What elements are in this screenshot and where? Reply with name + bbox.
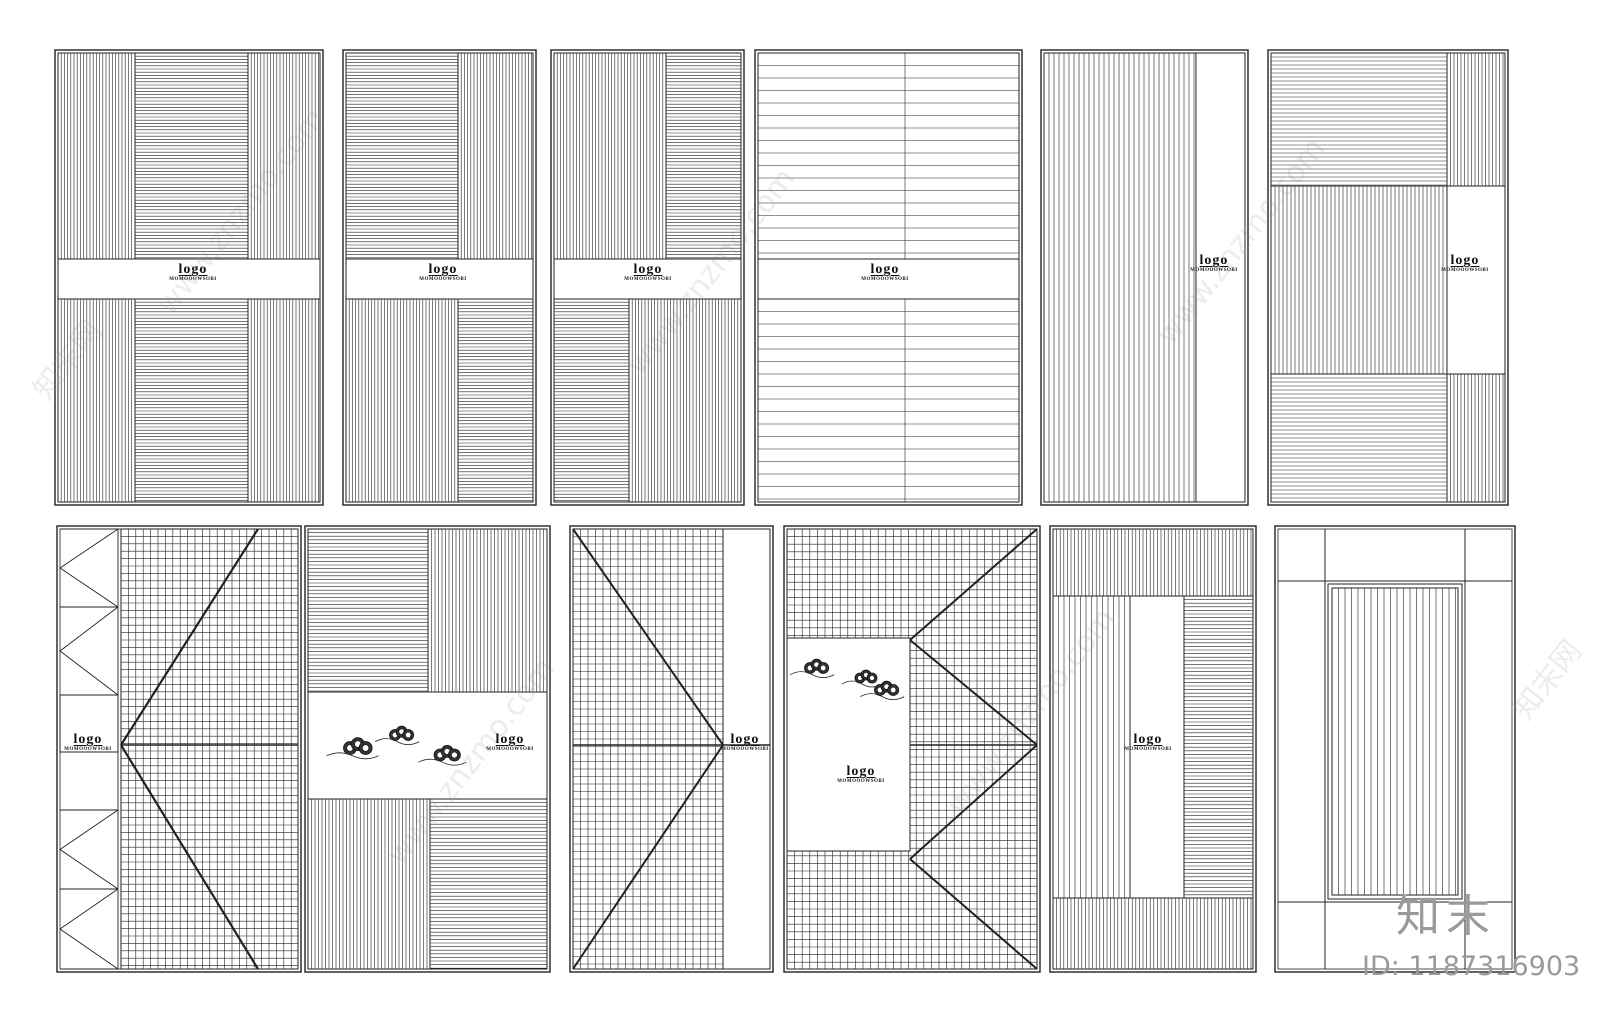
panel-2 bbox=[342, 49, 537, 506]
panel-2-logo: logo MOMOOOWSOBI bbox=[388, 263, 498, 283]
panel-1-logo: logo MOMOOOWSOBI bbox=[138, 263, 248, 283]
logo-subtitle: MOMOOOWSOBI bbox=[1441, 268, 1489, 273]
logo-subtitle: MOMOOOWSOBI bbox=[721, 747, 769, 752]
panel-11-logo: logo MOMOOOWSOBI bbox=[1093, 733, 1203, 753]
logo-subtitle: MOMOOOWSOBI bbox=[419, 277, 467, 282]
logo-word: logo bbox=[178, 262, 208, 277]
logo-subtitle: MOMOOOWSOBI bbox=[1124, 747, 1172, 752]
logo-subtitle: MOMOOOWSOBI bbox=[624, 277, 672, 282]
panel-7-logo: logo MOMOOOWSOBI bbox=[33, 733, 143, 753]
panel-12 bbox=[1274, 525, 1516, 973]
panel-6-logo: logo MOMOOOWSOBI bbox=[1410, 254, 1520, 274]
panel-4 bbox=[754, 49, 1023, 506]
panel-6 bbox=[1267, 49, 1509, 506]
logo-word: logo bbox=[428, 262, 458, 277]
panel-11 bbox=[1049, 525, 1257, 973]
panel-4-logo: logo MOMOOOWSOBI bbox=[830, 263, 940, 283]
logo-subtitle: MOMOOOWSOBI bbox=[861, 277, 909, 282]
panel-7 bbox=[56, 525, 302, 973]
panel-8-logo: logo MOMOOOWSOBI bbox=[455, 733, 565, 753]
panel-3-logo: logo MOMOOOWSOBI bbox=[593, 263, 703, 283]
logo-word: logo bbox=[870, 262, 900, 277]
logo-word: logo bbox=[1450, 253, 1480, 268]
logo-subtitle: MOMOOOWSOBI bbox=[169, 277, 217, 282]
panel-9-logo: logo MOMOOOWSOBI bbox=[690, 733, 800, 753]
logo-subtitle: MOMOOOWSOBI bbox=[64, 747, 112, 752]
logo-subtitle: MOMOOOWSOBI bbox=[1190, 268, 1238, 273]
logo-word: logo bbox=[1133, 732, 1163, 747]
panel-10 bbox=[783, 525, 1041, 973]
logo-word: logo bbox=[1199, 253, 1229, 268]
panel-5-logo: logo MOMOOOWSOBI bbox=[1159, 254, 1269, 274]
logo-word: logo bbox=[730, 732, 760, 747]
panel-5 bbox=[1040, 49, 1249, 506]
panel-8 bbox=[304, 525, 551, 973]
panel-9 bbox=[569, 525, 774, 973]
brand-id: ID: 1187316903 bbox=[1362, 951, 1581, 982]
logo-subtitle: MOMOOOWSOBI bbox=[486, 747, 534, 752]
logo-word: logo bbox=[633, 262, 663, 277]
panel-3 bbox=[550, 49, 745, 506]
logo-word: logo bbox=[495, 732, 525, 747]
logo-subtitle: MOMOOOWSOBI bbox=[837, 779, 885, 784]
logo-word: logo bbox=[846, 764, 876, 779]
logo-word: logo bbox=[73, 732, 103, 747]
brand-mark: 知末 bbox=[1396, 891, 1496, 942]
panel-10-logo: logo MOMOOOWSOBI bbox=[806, 765, 916, 785]
panel-1 bbox=[54, 49, 324, 506]
